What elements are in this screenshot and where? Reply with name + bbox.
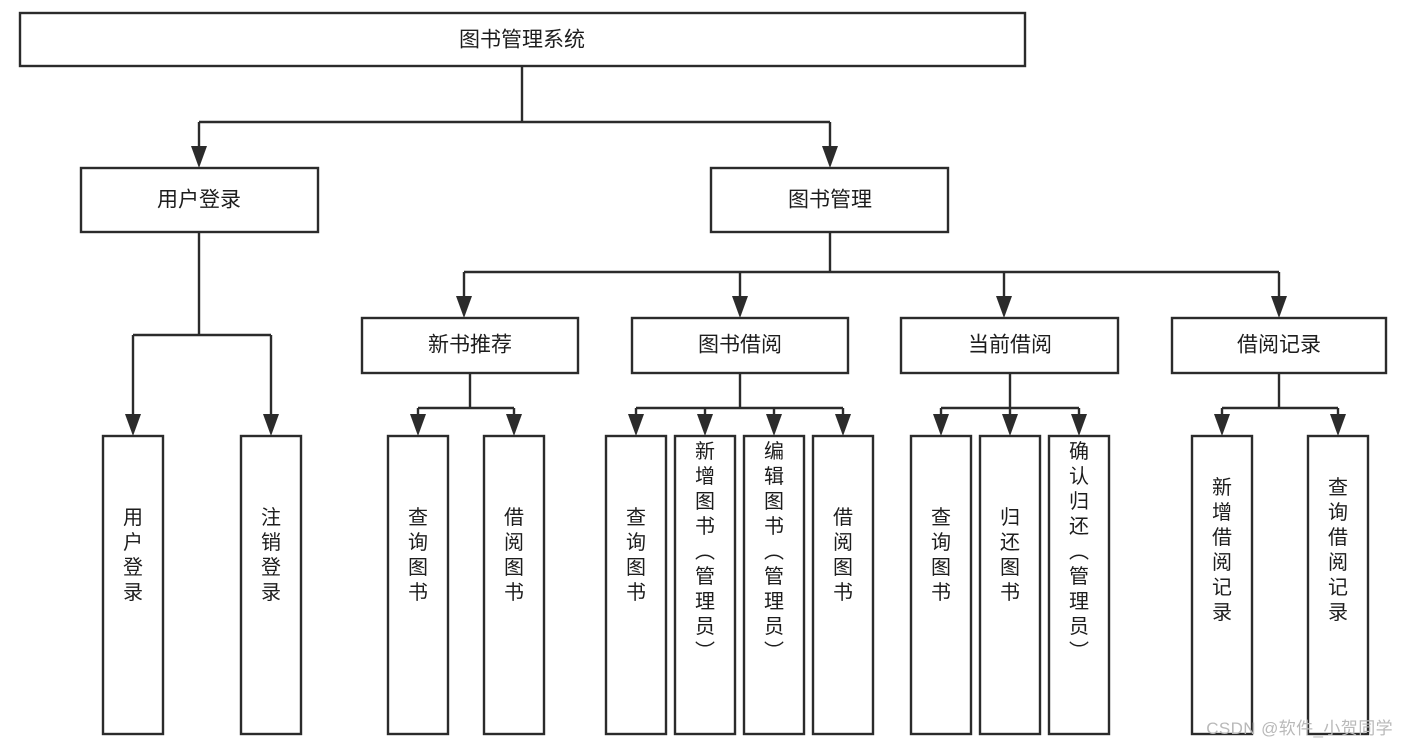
- node-leaf-return-book[interactable]: 归还图书: [978, 434, 1042, 736]
- node-book-manage-box[interactable]: [709, 166, 950, 234]
- node-leaf-add-record-label: 新增借阅记录: [1212, 476, 1232, 624]
- node-leaf-query-book-b[interactable]: 查询图书: [604, 434, 668, 736]
- node-leaf-query-book-b-box[interactable]: [604, 434, 668, 736]
- node-leaf-add-record[interactable]: 新增借阅记录: [1190, 434, 1254, 736]
- node-leaf-return-book-label: 归还图书: [1000, 506, 1020, 604]
- node-leaf-confirm-return-box[interactable]: [1047, 434, 1111, 736]
- node-leaf-user-login[interactable]: 用户登录: [101, 434, 165, 736]
- arrow-head-leaf-user-login: [125, 414, 141, 436]
- node-leaf-user-login-label: 用户登录: [123, 507, 143, 604]
- node-book-borrow-box[interactable]: [630, 316, 850, 375]
- node-current-borrow-box[interactable]: [899, 316, 1120, 375]
- node-root-label: 图书管理系统: [459, 29, 585, 52]
- node-borrow-record[interactable]: 借阅记录: [1170, 316, 1388, 375]
- connector-group-book-manage: [456, 232, 1287, 318]
- node-root-box[interactable]: [18, 11, 1027, 68]
- node-leaf-query-book-b-label: 查询图书: [626, 506, 646, 604]
- connector-group-borrow-record: [1214, 373, 1346, 436]
- arrow-head-leaf-edit-book: [766, 414, 782, 436]
- node-book-borrow-label: 图书借阅: [698, 334, 782, 357]
- arrow-head-leaf-confirm-return: [1071, 414, 1087, 436]
- node-leaf-return-book-box[interactable]: [978, 434, 1042, 736]
- node-leaf-borrow-book-a[interactable]: 借阅图书: [482, 434, 546, 736]
- arrow-head-leaf-query-book-c: [933, 414, 949, 436]
- node-user-login-label: 用户登录: [157, 189, 241, 212]
- node-leaf-logout[interactable]: 注销登录: [239, 434, 303, 736]
- node-user-login[interactable]: 用户登录: [79, 166, 320, 234]
- node-root[interactable]: 图书管理系统: [18, 11, 1027, 68]
- node-new-book-rec-label: 新书推荐: [428, 334, 512, 357]
- arrow-head-leaf-borrow-book-a: [506, 414, 522, 436]
- arrow-head-leaf-add-book: [697, 414, 713, 436]
- node-leaf-user-login-box[interactable]: [101, 434, 165, 736]
- node-leaf-query-book-a-label: 查询图书: [408, 506, 428, 604]
- arrow-head-current-borrow: [996, 296, 1012, 318]
- node-user-login-box[interactable]: [79, 166, 320, 234]
- connector-group-book-borrow: [628, 373, 851, 436]
- node-new-book-rec-box[interactable]: [360, 316, 580, 375]
- node-leaf-query-book-c-box[interactable]: [909, 434, 973, 736]
- arrow-head-leaf-borrow-book-b: [835, 414, 851, 436]
- node-leaf-confirm-return[interactable]: 确认归还︵管理员︶: [1047, 434, 1111, 736]
- arrow-head-leaf-query-book-b: [628, 414, 644, 436]
- node-leaf-query-book-a-box[interactable]: [386, 434, 450, 736]
- node-leaf-borrow-book-b-label: 借阅图书: [833, 506, 853, 604]
- node-leaf-query-record-label: 查询借阅记录: [1328, 476, 1348, 624]
- arrow-head-leaf-add-record: [1214, 414, 1230, 436]
- connector-group-new-book-rec: [410, 373, 522, 436]
- arrow-head-leaf-return-book: [1002, 414, 1018, 436]
- node-book-manage-label: 图书管理: [788, 189, 872, 212]
- node-leaf-query-book-c[interactable]: 查询图书: [909, 434, 973, 736]
- node-leaf-query-record-box[interactable]: [1306, 434, 1370, 736]
- connector-group-user-login: [125, 232, 279, 436]
- node-leaf-borrow-book-a-label: 借阅图书: [504, 506, 524, 604]
- arrow-head-user-login: [191, 146, 207, 168]
- node-leaf-logout-box[interactable]: [239, 434, 303, 736]
- node-leaf-add-book-box[interactable]: [673, 434, 737, 736]
- node-borrow-record-box[interactable]: [1170, 316, 1388, 375]
- node-leaf-query-book-a[interactable]: 查询图书: [386, 434, 450, 736]
- node-new-book-rec[interactable]: 新书推荐: [360, 316, 580, 375]
- node-book-borrow[interactable]: 图书借阅: [630, 316, 850, 375]
- arrow-head-leaf-query-book-a: [410, 414, 426, 436]
- node-borrow-record-label: 借阅记录: [1237, 334, 1321, 357]
- arrow-head-new-book-rec: [456, 296, 472, 318]
- arrow-head-book-manage: [822, 146, 838, 168]
- node-leaf-add-book-label: 新增图书︵管理员︶: [695, 440, 715, 663]
- node-leaf-borrow-book-b[interactable]: 借阅图书: [811, 434, 875, 736]
- arrow-head-book-borrow: [732, 296, 748, 318]
- node-leaf-logout-label: 注销登录: [261, 506, 281, 604]
- node-current-borrow[interactable]: 当前借阅: [899, 316, 1120, 375]
- node-leaf-add-book[interactable]: 新增图书︵管理员︶: [673, 434, 737, 736]
- node-current-borrow-label: 当前借阅: [968, 334, 1052, 357]
- node-leaf-confirm-return-label: 确认归还︵管理员︶: [1069, 440, 1089, 663]
- node-leaf-borrow-book-b-box[interactable]: [811, 434, 875, 736]
- connector-group-root: [191, 66, 838, 168]
- node-leaf-edit-book-box[interactable]: [742, 434, 806, 736]
- node-leaf-query-book-c-label: 查询图书: [931, 506, 951, 604]
- arrow-head-borrow-record: [1271, 296, 1287, 318]
- arrow-head-leaf-query-record: [1330, 414, 1346, 436]
- node-leaf-edit-book[interactable]: 编辑图书︵管理员︶: [742, 434, 806, 736]
- node-leaf-borrow-book-a-box[interactable]: [482, 434, 546, 736]
- node-leaf-query-record[interactable]: 查询借阅记录: [1306, 434, 1370, 736]
- node-book-manage[interactable]: 图书管理: [709, 166, 950, 234]
- watermark: CSDN @软件_小贺同学: [1206, 719, 1393, 738]
- node-leaf-edit-book-label: 编辑图书︵管理员︶: [764, 440, 784, 663]
- arrow-head-leaf-logout: [263, 414, 279, 436]
- node-leaf-add-record-box[interactable]: [1190, 434, 1254, 736]
- connector-group-current-borrow: [933, 373, 1087, 436]
